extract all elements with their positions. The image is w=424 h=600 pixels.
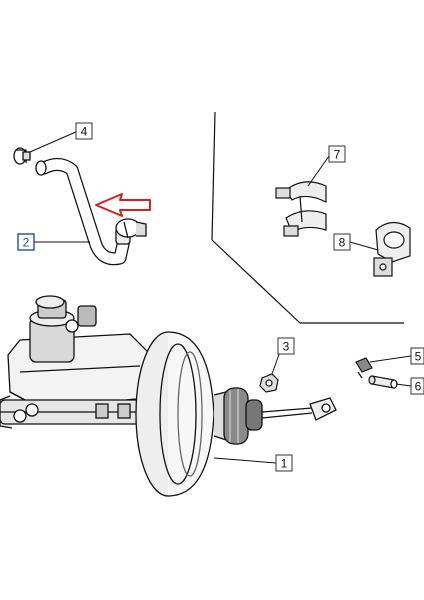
callout-2-label: 2 [23, 236, 30, 250]
callout-2: 2 [17, 233, 35, 251]
callout-4: 4 [75, 122, 93, 140]
left-arrow-icon [95, 193, 151, 217]
hose-clip [275, 181, 327, 237]
vacuum-hose [35, 158, 147, 266]
leader-line-5 [369, 355, 412, 363]
callout-8: 8 [333, 233, 351, 251]
callout-3-label: 3 [283, 340, 290, 354]
leader-line-6 [395, 383, 412, 387]
inset-frame-diagonal-line [211, 239, 301, 324]
retaining-clip [355, 357, 373, 379]
leader-line-4 [29, 130, 79, 153]
nut-part [259, 373, 279, 393]
brake-booster [135, 331, 337, 497]
callout-6-label: 6 [415, 380, 422, 394]
inset-frame [211, 111, 404, 324]
inset-frame-left-line [211, 111, 216, 241]
master-cylinder [0, 295, 151, 429]
leader-line-1 [213, 457, 277, 464]
callout-7-label: 7 [334, 148, 341, 162]
pivot-pin [368, 375, 398, 389]
callout-5-label: 5 [415, 350, 422, 364]
callout-3: 3 [277, 337, 295, 355]
callout-1-label: 1 [281, 457, 288, 471]
bracket-clip [373, 221, 411, 277]
leader-line-7 [307, 155, 330, 187]
callout-8-label: 8 [339, 236, 346, 250]
callout-7: 7 [328, 145, 346, 163]
hose-clamp [13, 147, 31, 165]
callout-1: 1 [275, 454, 293, 472]
callout-4-label: 4 [81, 125, 88, 139]
leader-line-8 [349, 241, 379, 251]
callout-5: 5 [410, 347, 424, 365]
callout-6: 6 [410, 377, 424, 395]
